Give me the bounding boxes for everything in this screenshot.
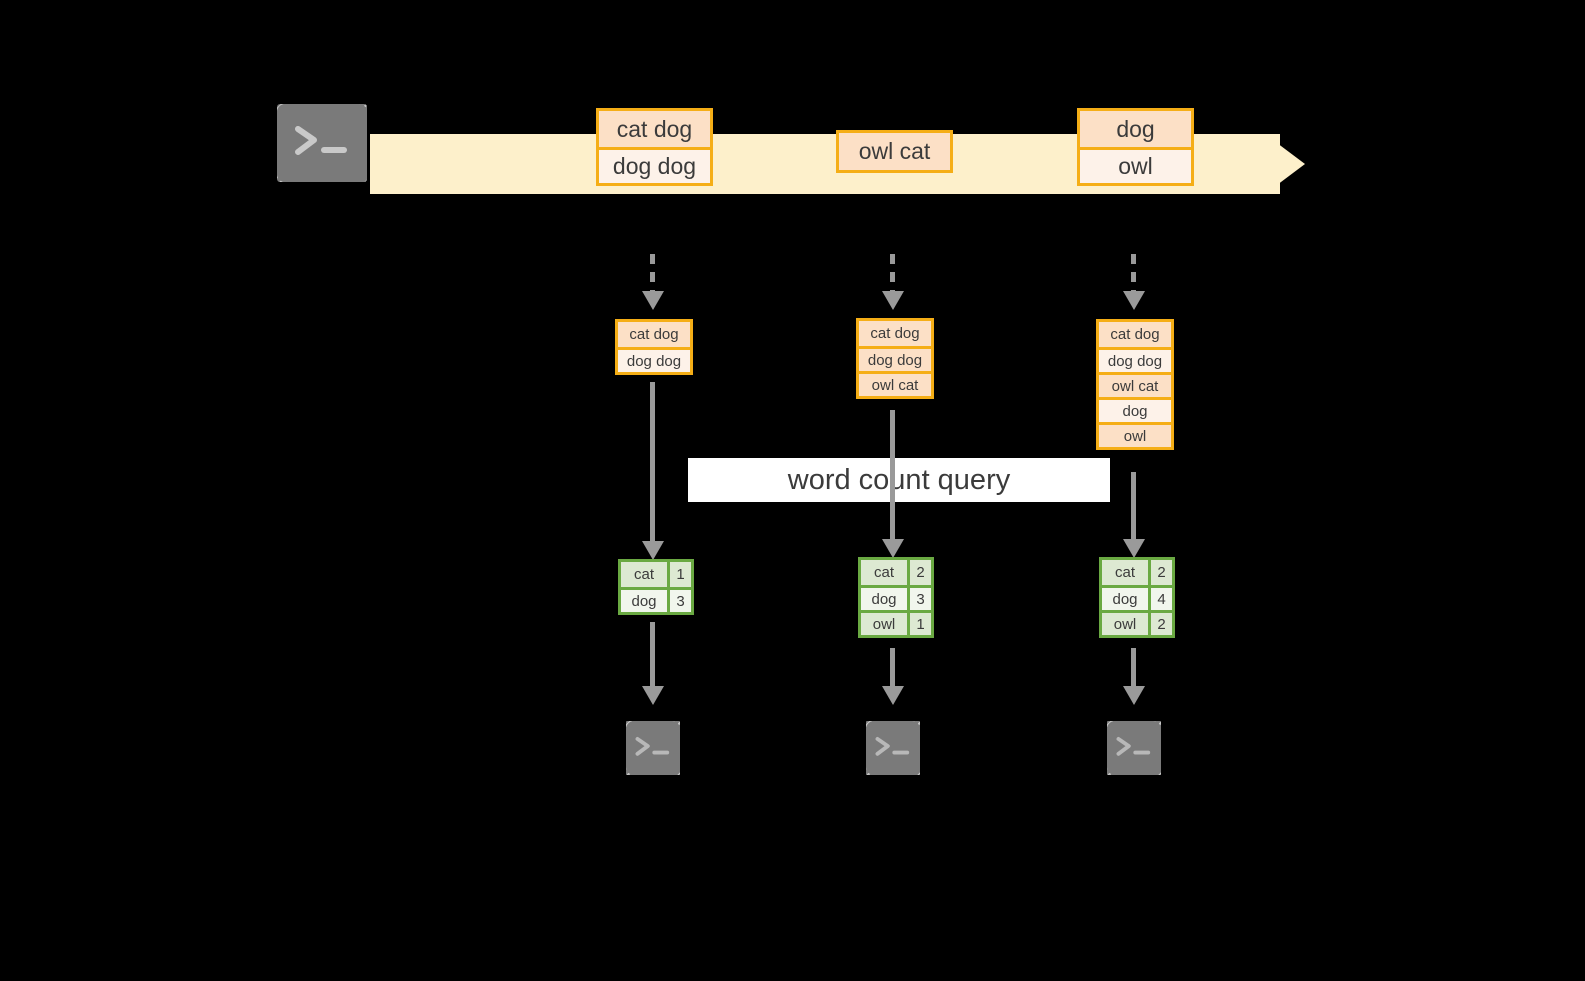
query-connector-2-arrowhead bbox=[882, 539, 904, 558]
input-table-1-row: dog dog bbox=[618, 347, 690, 372]
query-connector-1 bbox=[650, 382, 655, 552]
sink-connector-3-arrowhead bbox=[1123, 686, 1145, 705]
sink-connector-3 bbox=[1131, 648, 1136, 692]
result-table-1-row: cat 1 bbox=[621, 562, 691, 587]
trigger-connector-1 bbox=[650, 254, 655, 294]
result-table-3-row: dog 4 bbox=[1102, 585, 1172, 610]
sink-terminal-body-1 bbox=[626, 721, 680, 775]
result-word: dog bbox=[631, 592, 657, 610]
sink-terminal-icon-1 bbox=[617, 712, 689, 784]
input-table-2: cat dog dog dog owl cat bbox=[856, 318, 934, 399]
input-table-3-row: dog bbox=[1099, 397, 1171, 422]
query-banner: word count query bbox=[688, 458, 1110, 502]
result-count: 2 bbox=[1148, 560, 1172, 585]
sink-connector-2-arrowhead bbox=[882, 686, 904, 705]
sink-terminal-body-3 bbox=[1107, 721, 1161, 775]
input-table-1: cat dog dog dog bbox=[615, 319, 693, 375]
result-count: 2 bbox=[907, 560, 931, 585]
input-table-2-row: cat dog bbox=[859, 321, 931, 346]
result-table-2-row: owl 1 bbox=[861, 610, 931, 635]
result-word: cat bbox=[633, 566, 654, 583]
result-table-1-row: dog 3 bbox=[621, 587, 691, 612]
query-connector-2-overlay bbox=[890, 458, 895, 502]
query-connector-1-arrowhead bbox=[642, 541, 664, 560]
result-word: dog bbox=[871, 590, 897, 608]
trigger-connector-1-arrowhead bbox=[642, 291, 664, 310]
stream-band-arrowhead bbox=[1265, 134, 1305, 194]
result-table-2-row: cat 2 bbox=[861, 560, 931, 585]
trigger-connector-3 bbox=[1131, 254, 1136, 294]
input-table-3: cat dog dog dog owl cat dog owl bbox=[1096, 319, 1174, 450]
terminal-prompt-glyph bbox=[1107, 721, 1161, 775]
source-terminal-icon bbox=[266, 93, 378, 193]
input-table-2-row: dog dog bbox=[859, 346, 931, 371]
terminal-prompt-glyph bbox=[277, 104, 367, 182]
stream-batch-3-line-2: owl bbox=[1080, 147, 1191, 183]
source-terminal-body bbox=[277, 104, 367, 182]
sink-terminal-icon-2 bbox=[857, 712, 929, 784]
stream-batch-2-line-1: owl cat bbox=[839, 133, 950, 170]
result-word: cat bbox=[1114, 564, 1135, 581]
result-count: 3 bbox=[907, 588, 931, 610]
result-table-1: cat 1 dog 3 bbox=[618, 559, 694, 615]
result-count: 1 bbox=[907, 613, 931, 635]
result-count: 2 bbox=[1148, 613, 1172, 635]
sink-connector-1-arrowhead bbox=[642, 686, 664, 705]
stream-batch-1: cat dog dog dog bbox=[596, 108, 713, 186]
stream-batch-1-line-2: dog dog bbox=[599, 147, 710, 183]
input-table-3-row: cat dog bbox=[1099, 322, 1171, 347]
result-table-3: cat 2 dog 4 owl 2 bbox=[1099, 557, 1175, 638]
result-table-2: cat 2 dog 3 owl 1 bbox=[858, 557, 934, 638]
result-word: dog bbox=[1112, 590, 1138, 608]
terminal-prompt-glyph bbox=[626, 721, 680, 775]
trigger-connector-3-arrowhead bbox=[1123, 291, 1145, 310]
input-table-1-row: cat dog bbox=[618, 322, 690, 347]
result-word: owl bbox=[1113, 615, 1137, 633]
result-count: 4 bbox=[1148, 588, 1172, 610]
trigger-connector-2 bbox=[890, 254, 895, 294]
result-table-2-row: dog 3 bbox=[861, 585, 931, 610]
result-count: 3 bbox=[667, 590, 691, 612]
input-table-3-row: dog dog bbox=[1099, 347, 1171, 372]
result-word: owl bbox=[872, 615, 896, 633]
query-banner-label: word count query bbox=[787, 463, 1011, 496]
result-table-3-row: cat 2 bbox=[1102, 560, 1172, 585]
result-word: cat bbox=[873, 564, 894, 581]
input-table-3-row: owl cat bbox=[1099, 372, 1171, 397]
sink-terminal-body-2 bbox=[866, 721, 920, 775]
sink-connector-1 bbox=[650, 622, 655, 692]
sink-connector-2 bbox=[890, 648, 895, 692]
stream-batch-2: owl cat bbox=[836, 130, 953, 173]
terminal-prompt-glyph bbox=[866, 721, 920, 775]
trigger-connector-2-arrowhead bbox=[882, 291, 904, 310]
query-connector-3 bbox=[1131, 472, 1136, 550]
stream-batch-3-line-1: dog bbox=[1080, 111, 1191, 147]
query-connector-3-arrowhead bbox=[1123, 539, 1145, 558]
sink-terminal-icon-3 bbox=[1098, 712, 1170, 784]
input-table-2-row: owl cat bbox=[859, 371, 931, 396]
result-count: 1 bbox=[667, 562, 691, 587]
stream-batch-3: dog owl bbox=[1077, 108, 1194, 186]
result-table-3-row: owl 2 bbox=[1102, 610, 1172, 635]
input-table-3-row: owl bbox=[1099, 422, 1171, 447]
stream-batch-1-line-1: cat dog bbox=[599, 111, 710, 147]
